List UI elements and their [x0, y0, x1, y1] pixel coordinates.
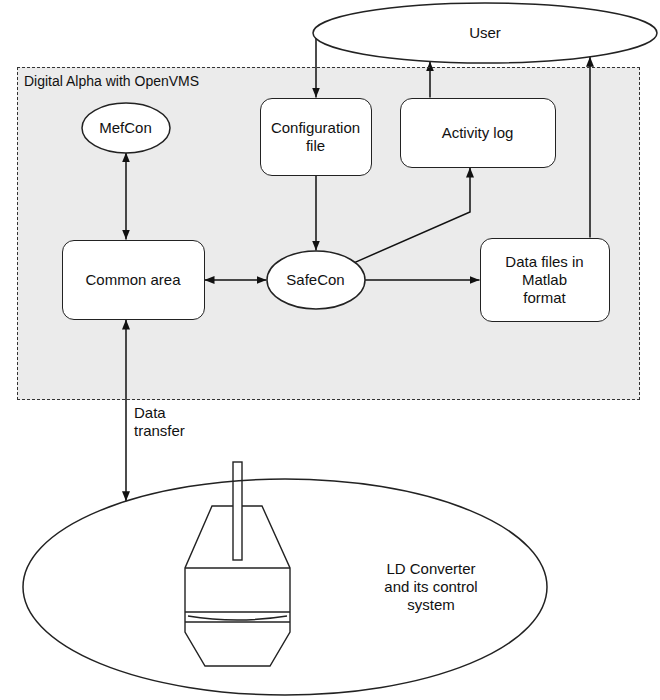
connector-arrow	[315, 176, 317, 251]
file-box: Data files in Matlab format	[480, 238, 610, 322]
connector-arrow	[125, 320, 127, 502]
plant-ellipse: LD Converter and its control system	[22, 478, 548, 696]
file-box: Configuration file	[260, 98, 372, 176]
connector-arrow	[125, 152, 127, 239]
region-heading: Digital Alpha with OpenVMS	[18, 68, 639, 95]
system-region: Digital Alpha with OpenVMS MefCon Configur…	[17, 67, 640, 400]
connector-arrow	[364, 279, 479, 281]
region-ground	[17, 67, 640, 400]
process-ellipse: SafeCon	[266, 250, 366, 310]
oxygen-lance	[233, 462, 242, 560]
process-ellipse: MefCon	[81, 102, 171, 154]
memory-box: Common area	[62, 240, 205, 320]
melt-surface	[188, 616, 287, 620]
node-label: MefCon	[99, 119, 152, 137]
vessel-band	[185, 567, 290, 568]
node-label: User	[469, 24, 501, 42]
connector-arrow	[205, 279, 267, 281]
edge-label: Data transfer	[134, 404, 200, 440]
connector-arrow	[355, 168, 470, 263]
connector-arrow	[315, 39, 317, 98]
vessel-band	[185, 621, 290, 622]
actor-ellipse: User	[312, 2, 658, 64]
node-label: Data files in Matlab format	[505, 253, 585, 307]
node-label: Configuration file	[269, 119, 363, 155]
node-label: LD Converter and its control system	[375, 560, 487, 614]
file-box: Activity log	[400, 98, 556, 168]
node-label: Common area	[85, 271, 180, 289]
connector-arrow	[589, 57, 591, 238]
node-label: Activity log	[442, 124, 514, 142]
vessel-band	[185, 611, 290, 612]
node-label: SafeCon	[286, 271, 344, 289]
